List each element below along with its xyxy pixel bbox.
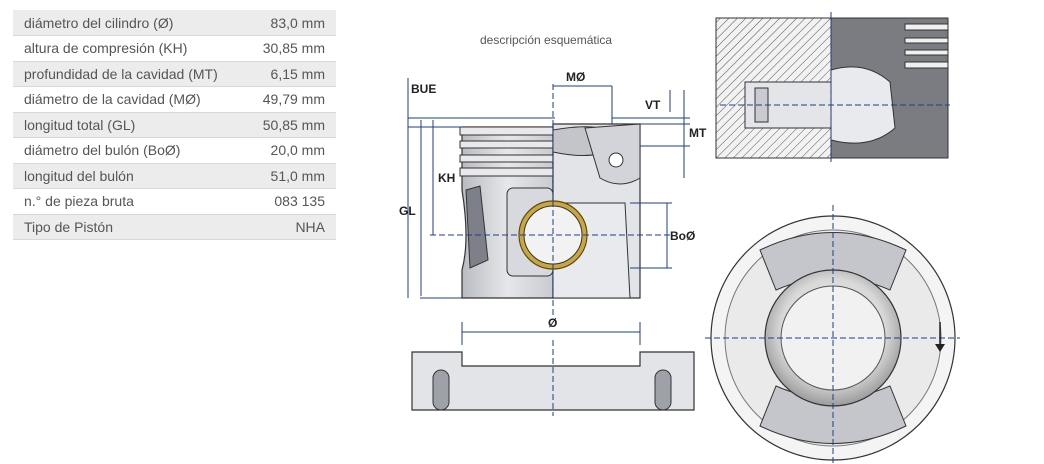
label-boo: BoØ	[670, 229, 695, 243]
spec-row: diámetro de la cavidad (MØ) 49,79 mm	[13, 87, 336, 112]
spec-row: longitud total (GL) 50,85 mm	[13, 112, 336, 138]
label-bue: BUE	[411, 82, 436, 96]
piston-bottom-section	[411, 340, 695, 416]
spec-row: diámetro del bulón (BoØ) 20,0 mm	[13, 138, 336, 163]
spec-row: n.° de pieza bruta 083 135	[13, 189, 336, 214]
spec-value: 20,0 mm	[270, 142, 325, 159]
spec-label: diámetro del bulón (BoØ)	[24, 142, 181, 159]
spec-value: 49,79 mm	[262, 91, 325, 108]
piston-cross-section	[715, 12, 950, 162]
spec-label: altura de compresión (KH)	[24, 40, 188, 57]
spec-label: longitud total (GL)	[24, 116, 136, 133]
label-mt: MT	[689, 126, 707, 140]
spec-value: 50,85 mm	[262, 116, 325, 133]
spec-value: 51,0 mm	[270, 167, 325, 184]
spec-row: longitud del bulón 51,0 mm	[13, 163, 336, 189]
spec-row: diámetro del cilindro (Ø) 83,0 mm	[13, 10, 336, 36]
spec-label: n.° de pieza bruta	[24, 193, 134, 210]
spec-row: profundidad de la cavidad (MT) 6,15 mm	[13, 61, 336, 87]
spec-value: 83,0 mm	[270, 14, 325, 31]
spec-label: longitud del bulón	[24, 167, 134, 184]
spec-label: diámetro del cilindro (Ø)	[24, 14, 174, 31]
spec-value: NHA	[295, 218, 325, 235]
label-diameter: Ø	[548, 316, 557, 330]
dimension-lines	[407, 78, 690, 345]
spec-table: diámetro del cilindro (Ø) 83,0 mm altura …	[13, 10, 336, 240]
label-mo: MØ	[566, 70, 585, 84]
spec-label: Tipo de Pistón	[24, 218, 113, 235]
spec-value: 30,85 mm	[262, 40, 325, 57]
piston-side-view	[430, 84, 672, 315]
spec-value: 6,15 mm	[270, 65, 325, 82]
spec-row: Tipo de Pistón NHA	[13, 214, 336, 240]
spec-value: 083 135	[274, 193, 325, 210]
spec-label: profundidad de la cavidad (MT)	[24, 65, 218, 82]
label-vt: VT	[645, 98, 661, 112]
spec-label: diámetro de la cavidad (MØ)	[24, 91, 201, 108]
diagram-caption: descripción esquemática	[480, 33, 613, 47]
label-kh: KH	[438, 171, 455, 185]
label-gl: GL	[399, 204, 416, 218]
spec-row: altura de compresión (KH) 30,85 mm	[13, 36, 336, 61]
piston-top-view	[705, 205, 960, 464]
